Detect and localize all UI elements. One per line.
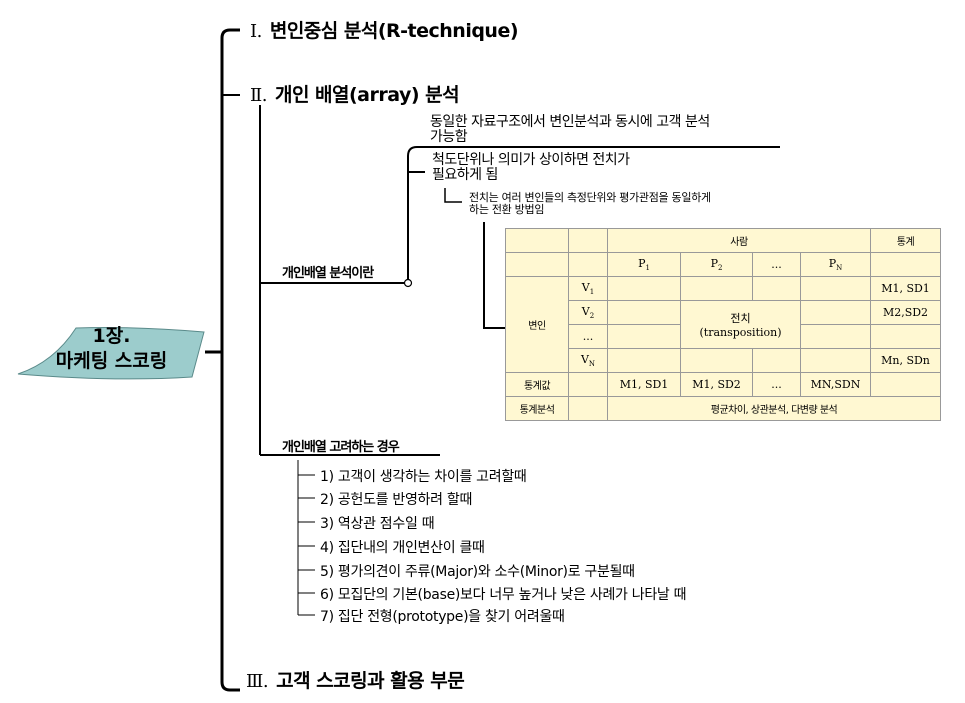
table-cell (607, 324, 681, 349)
person-2: P2 (680, 252, 753, 277)
var-1: V1 (568, 276, 608, 301)
case-item[interactable]: 3) 역상관 점수일 때 (320, 516, 435, 532)
row-group-variables: 변인 (505, 276, 569, 373)
table-cell (800, 348, 871, 373)
case-item[interactable]: 6) 모집단의 기본(base)보다 너무 높거나 낮은 사례가 나타날 때 (320, 587, 687, 603)
person-1: P1 (607, 252, 681, 277)
var-2: V2 (568, 300, 608, 325)
table-cell (752, 348, 801, 373)
var-1-stat: M1, SD1 (870, 276, 941, 301)
section-1[interactable]: Ⅰ.변인중심 분석(R-technique) (250, 20, 519, 42)
root-node[interactable]: 1장. 마케팅 스코링 (14, 322, 209, 382)
table-cell (870, 252, 941, 277)
root-title-line1: 1장. (92, 325, 131, 347)
table-cell (607, 300, 681, 325)
table-cell (568, 252, 608, 277)
case-item[interactable]: 5) 평가의견이 주류(Major)와 소수(Minor)로 구분될때 (320, 564, 635, 580)
table-cell (870, 372, 941, 397)
curled-paper-shape (17, 327, 205, 380)
table-cell (870, 324, 941, 349)
table-cell: M1, SD1 (607, 372, 681, 397)
table-cell (680, 276, 753, 301)
table-cell (800, 300, 871, 325)
header-stat: 통계 (870, 228, 941, 253)
table-cell: MN,SDN (800, 372, 871, 397)
var-2-stat: M2,SD2 (870, 300, 941, 325)
section-2[interactable]: Ⅱ.개인 배열(array) 분석 (250, 84, 460, 106)
table-cell (568, 228, 608, 253)
table-cell (607, 348, 681, 373)
stat-row-label: 통계값 (505, 372, 569, 397)
table-cell (680, 348, 753, 373)
case-item[interactable]: 4) 집단내의 개인변산이 클때 (320, 540, 485, 556)
case-item[interactable]: 2) 공헌도를 반영하려 할때 (320, 492, 473, 508)
table-cell: ... (752, 372, 801, 397)
table-cell (800, 324, 871, 349)
table-cell (607, 276, 681, 301)
array-definition-label[interactable]: 개인배열 분석이란 (282, 266, 374, 281)
var-n-stat: Mn, SDn (870, 348, 941, 373)
root-title-line2: 마케팅 스코링 (55, 350, 168, 372)
table-cell (568, 372, 608, 397)
analysis-methods: 평균차이, 상관분석, 다변량 분석 (607, 396, 941, 421)
table-cell (800, 276, 871, 301)
case-item[interactable]: 7) 집단 전형(prototype)을 찾기 어려울때 (320, 609, 565, 625)
person-n: PN (800, 252, 871, 277)
table-cell (505, 228, 569, 253)
header-person: 사람 (607, 228, 871, 253)
var-n: VN (568, 348, 608, 373)
case-item[interactable]: 1) 고객이 생각하는 차이를 고려할때 (320, 469, 527, 485)
table-cell (752, 276, 801, 301)
cases-label[interactable]: 개인배열 고려하는 경우 (282, 440, 400, 455)
var-ellipsis: ... (568, 324, 608, 349)
analysis-label: 통계분석 (505, 396, 569, 421)
table-cell (505, 252, 569, 277)
person-ellipsis: ... (752, 252, 801, 277)
section-3[interactable]: Ⅲ.고객 스코링과 활용 부문 (246, 670, 465, 692)
transposition-cell: 전치(transposition) (680, 300, 801, 349)
table-cell (568, 396, 608, 421)
table-cell: M1, SD2 (680, 372, 753, 397)
